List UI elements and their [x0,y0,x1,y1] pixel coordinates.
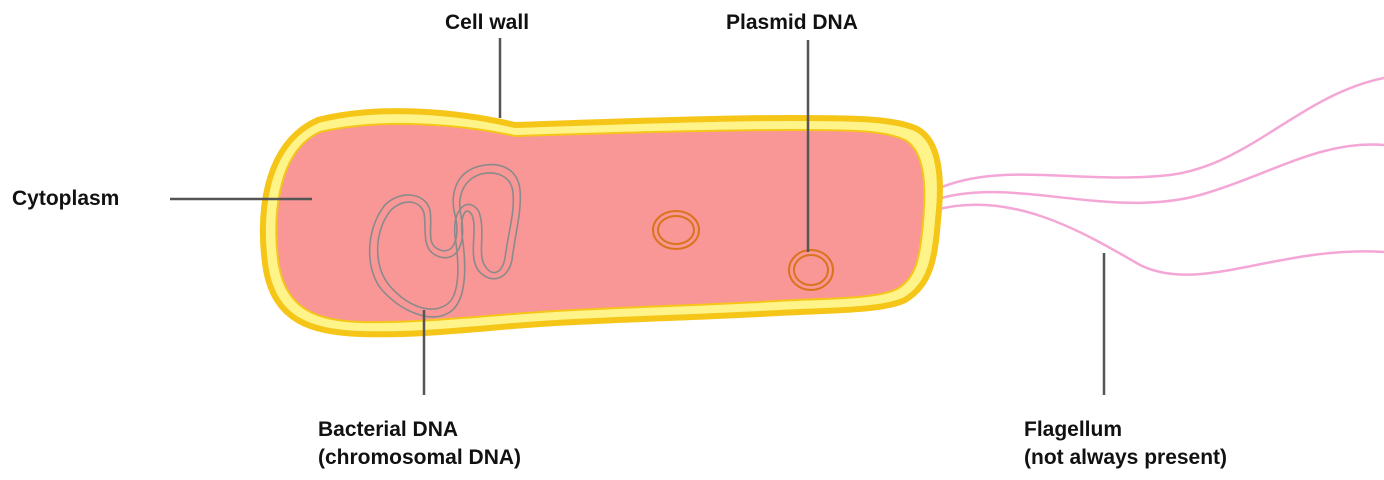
flagellum-strand-bottom [935,205,1384,275]
flagellum-strand-top [935,78,1384,190]
flagellum-strand-middle [935,145,1384,203]
flagella [935,78,1384,275]
label-cytoplasm: Cytoplasm [12,186,119,212]
label-flagellum: Flagellum (not always present) [1024,416,1227,472]
label-bacterial-dna-line1: Bacterial DNA [318,416,521,444]
cell-body [263,111,940,334]
label-flagellum-line1: Flagellum [1024,416,1227,444]
label-plasmid-dna: Plasmid DNA [726,10,858,36]
label-flagellum-line2: (not always present) [1024,444,1227,472]
cytoplasm [276,124,924,322]
label-bacterial-dna: Bacterial DNA (chromosomal DNA) [318,416,521,472]
label-bacterial-dna-line2: (chromosomal DNA) [318,444,521,472]
label-cell-wall: Cell wall [445,10,529,36]
